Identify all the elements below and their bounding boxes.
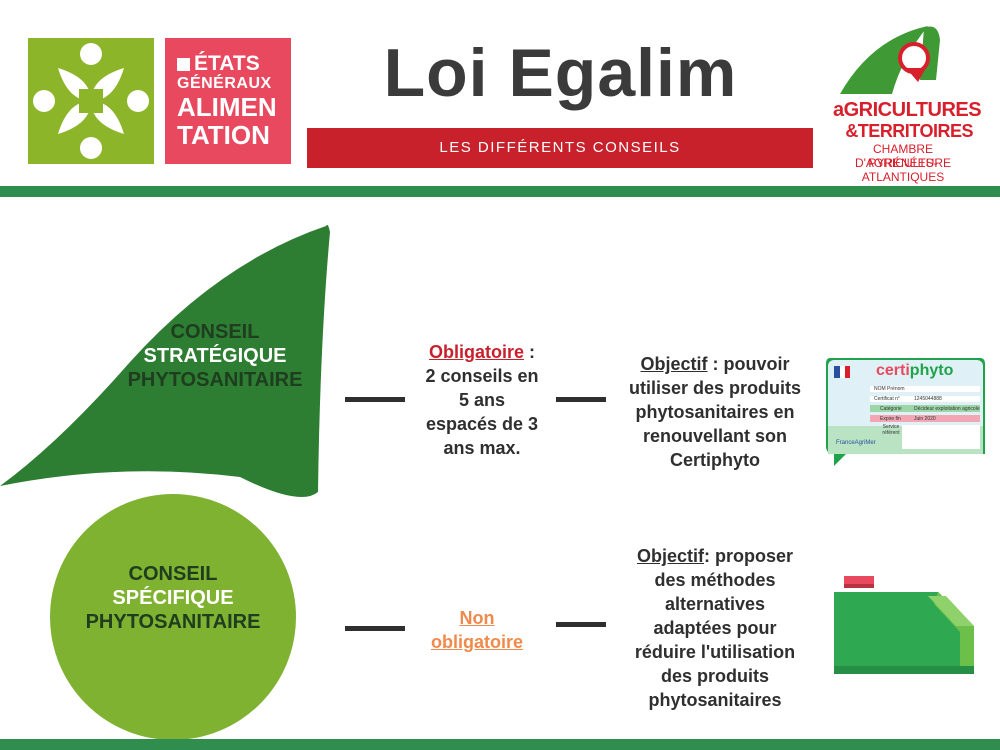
chamber-line4: PYRÉNÉES-ATLANTIQUES bbox=[861, 156, 945, 184]
objectif-line-3: adaptées pour bbox=[653, 618, 777, 638]
connector-dash bbox=[556, 397, 606, 402]
conseil-specifique-label: CONSEIL SPÉCIFIQUE PHYTOSANITAIRE bbox=[55, 562, 291, 634]
connector-dash bbox=[345, 626, 405, 631]
conseil-strategique-label: CONSEIL STRATÉGIQUE PHYTOSANITAIRE bbox=[100, 320, 330, 392]
card-service-label: Service référent bbox=[882, 424, 900, 436]
certiphyto-card: certiphyto NOM Prénom Certificat n° 1245… bbox=[822, 356, 987, 468]
specifique-objectif: Objectif: proposer des méthodes alternat… bbox=[612, 544, 818, 712]
specifique-line2: SPÉCIFIQUE bbox=[112, 587, 234, 609]
chamber-line1: aGRICULTURES bbox=[833, 99, 982, 121]
objectif-line-2: phytosanitaires en bbox=[635, 402, 795, 422]
objectif-line-4: réduire l'utilisation bbox=[634, 642, 796, 662]
specifique-line3: PHYTOSANITAIRE bbox=[85, 611, 261, 633]
chamber-line2: &TERRITOIRES bbox=[845, 121, 973, 141]
objectif-keyword: Objectif bbox=[640, 354, 708, 374]
conseil-specifique-circle bbox=[50, 494, 296, 740]
objectif-first: : proposer bbox=[704, 546, 794, 566]
objectif-keyword: Objectif bbox=[636, 546, 704, 566]
brand-b: phyto bbox=[909, 362, 954, 379]
brand-a: certi bbox=[876, 362, 910, 379]
chamber-logo-icon bbox=[840, 26, 940, 94]
etats-line4: TATION bbox=[177, 120, 270, 150]
objectif-line-3: renouvellant son bbox=[642, 426, 788, 446]
card-exp-label: Expire fin bbox=[880, 416, 901, 422]
chemical-canister-icon bbox=[834, 576, 974, 674]
chamber-line3: CHAMBRE D'AGRICULTURE bbox=[854, 142, 952, 170]
objectif-line-1: des méthodes bbox=[654, 570, 776, 590]
strategique-line2: STRATÉGIQUE bbox=[143, 345, 287, 367]
top-divider bbox=[0, 186, 1000, 197]
etats-line3: ALIMEN bbox=[177, 92, 277, 122]
etats-line1: ÉTATS bbox=[194, 52, 260, 75]
objectif-line-2: alternatives bbox=[664, 594, 766, 614]
egalim-logo bbox=[28, 38, 154, 164]
specifique-line1: CONSEIL bbox=[128, 563, 218, 585]
card-cat-label: Catégorie bbox=[880, 406, 902, 412]
subtitle-banner: LES DIFFÉRENTS CONSEILS bbox=[307, 128, 813, 168]
conseil-strategique-shape bbox=[0, 224, 330, 497]
card-footer: FranceAgriMer bbox=[836, 440, 876, 446]
connector-dash bbox=[345, 397, 405, 402]
etats-generaux-logo: ÉTATS GÉNÉRAUX ALIMEN TATION bbox=[165, 38, 291, 164]
obligatoire-keyword: Obligatoire bbox=[428, 342, 524, 362]
bottom-divider bbox=[0, 739, 1000, 750]
strategique-detail-4: ans max. bbox=[443, 438, 521, 458]
strategique-detail-2: 5 ans bbox=[458, 390, 506, 410]
square-icon bbox=[177, 57, 190, 71]
objectif-line-1: utiliser des produits bbox=[628, 378, 802, 398]
non-obligatoire-line1: Non bbox=[459, 608, 495, 628]
etats-line2: GÉNÉRAUX bbox=[177, 75, 272, 92]
card-cert-label: Certificat n° bbox=[874, 396, 900, 402]
objectif-line-5: des produits bbox=[660, 666, 769, 686]
certiphyto-brand: certiphyto bbox=[876, 362, 953, 380]
strategique-line1: CONSEIL bbox=[170, 321, 260, 343]
certiphyto-card-graphic bbox=[826, 358, 985, 466]
strategique-detail-3: espacés de 3 bbox=[425, 414, 539, 434]
specifique-status: Non obligatoire bbox=[402, 606, 552, 654]
strategique-objectif: Objectif : pouvoir utiliser des produits… bbox=[612, 352, 818, 472]
strategique-status: Obligatoire : 2 conseils en 5 ans espacé… bbox=[402, 340, 562, 460]
objectif-first: : pouvoir bbox=[707, 354, 790, 374]
strategique-line3: PHYTOSANITAIRE bbox=[127, 369, 303, 391]
objectif-line-6: phytosanitaires bbox=[648, 690, 782, 710]
strategique-detail-1: 2 conseils en bbox=[425, 366, 539, 386]
card-name: NOM Prénom bbox=[874, 386, 905, 392]
card-cert-value: 1245044888 bbox=[914, 396, 942, 402]
page-title: Loi Egalim bbox=[383, 35, 738, 111]
card-cat-value: Décideur exploitation agricole bbox=[914, 406, 980, 412]
objectif-line-4: Certiphyto bbox=[670, 450, 760, 470]
card-exp-value: Juin 2020 bbox=[914, 416, 936, 422]
non-obligatoire-line2: obligatoire bbox=[430, 632, 523, 652]
egalim-logo-graphic bbox=[33, 43, 149, 159]
connector-dash bbox=[556, 622, 606, 627]
status-colon: : bbox=[524, 342, 535, 362]
